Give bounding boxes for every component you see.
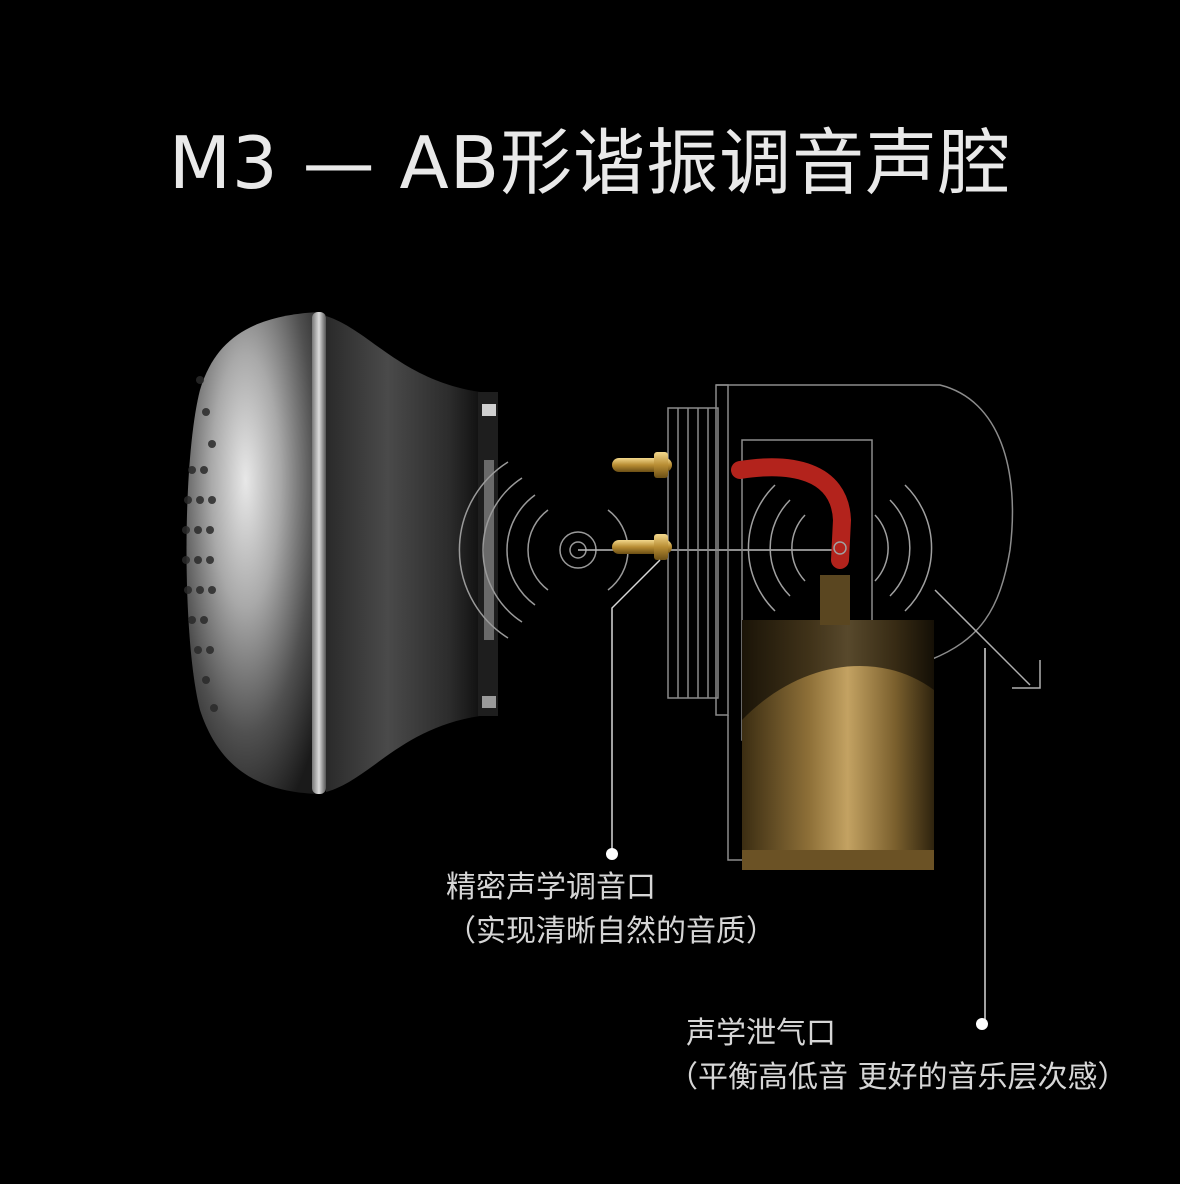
vent-arrow [934, 589, 1041, 689]
page-title: M3 — AB形谐振调音声腔 [168, 121, 1012, 205]
callout-vent-port-title: 声学泄气口 [686, 1016, 836, 1051]
sound-wave-right [747, 484, 933, 612]
callout-tuning-port-title: 精密声学调音口 [446, 870, 656, 905]
callout-dot-left [606, 848, 618, 860]
earphone-body [326, 316, 498, 792]
callout-tuning-port-desc: （实现清晰自然的音质） [446, 914, 776, 949]
callout-tuning-port: 精密声学调音口 （实现清晰自然的音质） [446, 866, 776, 954]
callout-vent-port-desc: （平衡高低音 更好的音乐层次感） [668, 1060, 1128, 1095]
connector-pins [612, 452, 672, 560]
faceplate-perforations [182, 376, 218, 712]
callout-leaders [606, 559, 988, 1030]
internal-wire [731, 458, 852, 569]
earphone-faceplate [182, 312, 326, 794]
callout-vent-port: 声学泄气口 （平衡高低音 更好的音乐层次感） [668, 1012, 1128, 1100]
callout-dot-right [976, 1018, 988, 1030]
brass-driver [742, 575, 934, 870]
